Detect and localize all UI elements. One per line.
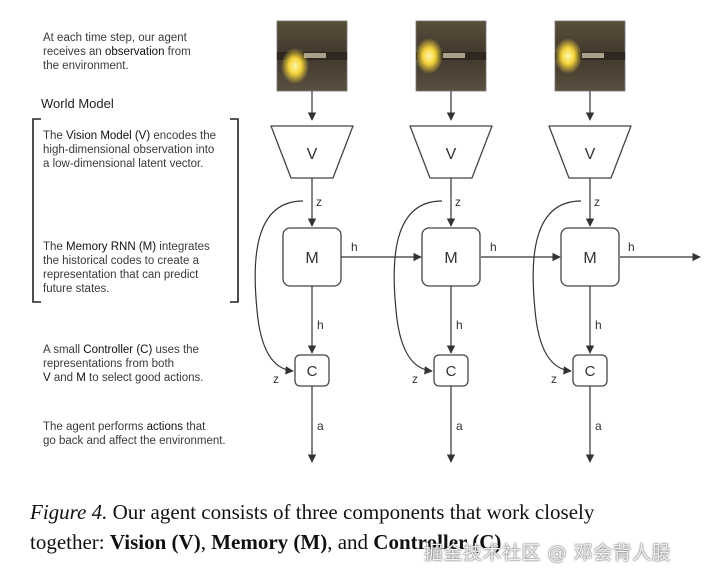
note-text: the historical codes to create a	[43, 255, 199, 267]
z-label: z	[455, 195, 461, 209]
m-keyword: M	[76, 372, 86, 384]
note-text: that	[183, 421, 206, 433]
h-label: h	[628, 240, 635, 254]
frame-glow	[281, 48, 309, 84]
note-text: representation that can predict	[43, 269, 199, 281]
controller-node-label: C	[446, 363, 457, 380]
vision-note: The Vision Model (V) encodes the high-di…	[43, 129, 253, 171]
world-model-title: World Model	[41, 96, 114, 111]
memory-node-label: M	[444, 250, 457, 267]
caption-vision: Vision (V)	[109, 530, 201, 554]
figure-number: Figure 4.	[30, 500, 108, 524]
z-bypass-label: z	[412, 372, 418, 386]
caption-text: ,	[200, 530, 212, 554]
note-text: go back and affect the environment.	[43, 435, 226, 447]
note-text: receives an	[43, 46, 106, 58]
memory-keyword: Memory RNN (M)	[66, 241, 157, 253]
h-down-label: h	[595, 318, 602, 332]
vision-keyword: Vision Model (V)	[66, 130, 151, 142]
note-text: representations from both	[43, 358, 175, 370]
v-keyword: V	[43, 372, 51, 384]
observation-note: At each time step, our agent receives an…	[43, 31, 253, 73]
note-text: a low-dimensional latent vector.	[43, 158, 204, 170]
caption-memory: Memory (M)	[211, 530, 328, 554]
note-text: The agent performs	[43, 421, 147, 433]
vision-node	[548, 125, 632, 179]
world-model-bracket-right	[230, 118, 239, 303]
controller-keyword: Controller (C)	[83, 344, 153, 356]
vision-node-label: V	[585, 146, 596, 163]
controller-node-label: C	[585, 363, 596, 380]
caption-text: , and	[327, 530, 374, 554]
note-text: uses the	[152, 344, 199, 356]
note-text: At each time step, our agent	[43, 32, 187, 44]
vision-node	[409, 125, 493, 179]
note-text: The	[43, 241, 67, 253]
z-bypass-arrow	[532, 200, 582, 375]
note-text: the environment.	[43, 60, 129, 72]
frame-object	[443, 53, 465, 58]
action-label: a	[456, 419, 463, 433]
watermark: 掘金技术社区 @ 邓会背人股	[424, 542, 672, 564]
caption-text: Our agent consists of three components t…	[107, 500, 595, 524]
z-label: z	[316, 195, 322, 209]
frame-object	[304, 53, 326, 58]
world-model-bracket-left	[32, 118, 41, 303]
z-label: z	[594, 195, 600, 209]
z-bypass-arrow	[393, 200, 443, 375]
caption-text: together:	[30, 530, 110, 554]
note-text: high-dimensional observation into	[43, 144, 215, 156]
z-bypass-label: z	[551, 372, 557, 386]
h-down-label: h	[456, 318, 463, 332]
controller-node-label: C	[307, 363, 318, 380]
actions-note: The agent performs actions that go back …	[43, 420, 253, 448]
action-label: a	[317, 419, 324, 433]
z-bypass-label: z	[273, 372, 279, 386]
vision-node-label: V	[307, 146, 318, 163]
note-text: A small	[43, 344, 84, 356]
frame-object	[582, 53, 604, 58]
memory-node-label: M	[305, 250, 318, 267]
vision-node	[270, 125, 354, 179]
caption-controller: Controller (C)	[373, 530, 502, 554]
observation-keyword: observation	[105, 46, 165, 58]
figure-caption: Figure 4. Our agent consists of three co…	[30, 497, 710, 557]
memory-note: The Memory RNN (M) integrates the histor…	[43, 240, 253, 296]
frame-glow	[415, 38, 443, 74]
note-text: and	[50, 372, 77, 384]
z-bypass-arrow	[254, 200, 304, 375]
note-text: to select good actions.	[85, 372, 204, 384]
note-text: from	[164, 46, 191, 58]
h-label: h	[490, 240, 497, 254]
note-text: future states.	[43, 283, 110, 295]
h-down-label: h	[317, 318, 324, 332]
action-label: a	[595, 419, 602, 433]
note-text: encodes the	[150, 130, 217, 142]
controller-note: A small Controller (C) uses the represen…	[43, 343, 253, 385]
vision-node-label: V	[446, 146, 457, 163]
note-text: integrates	[156, 241, 210, 253]
h-label: h	[351, 240, 358, 254]
actions-keyword: actions	[146, 421, 183, 433]
memory-node-label: M	[583, 250, 596, 267]
frame-glow	[554, 38, 582, 74]
note-text: The	[43, 130, 67, 142]
